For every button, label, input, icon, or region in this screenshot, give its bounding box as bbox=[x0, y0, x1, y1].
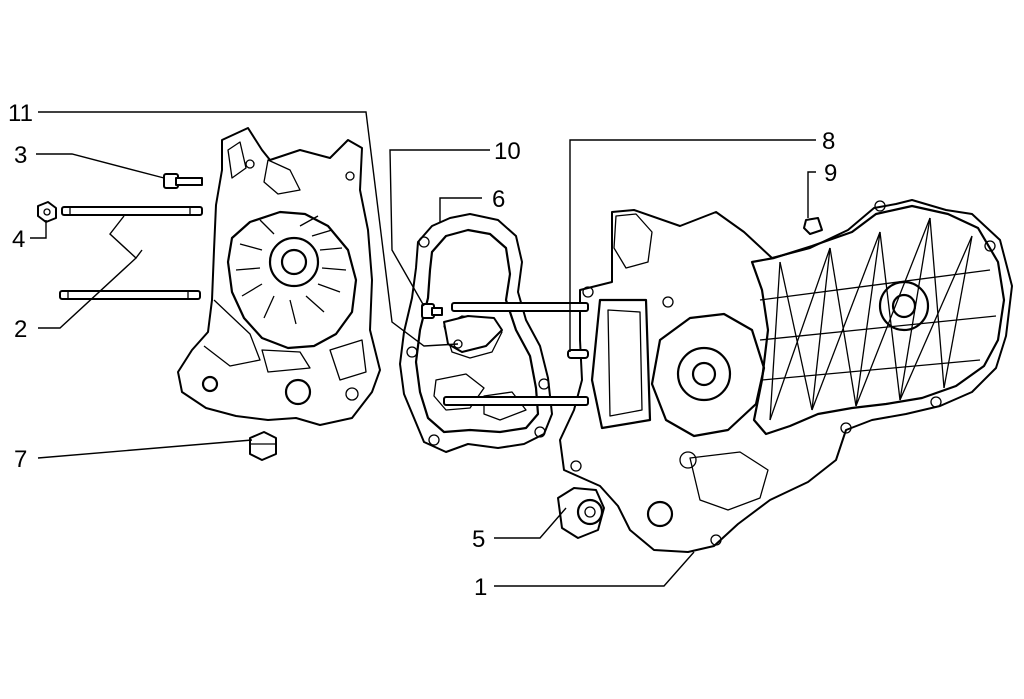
through-bolt-lower bbox=[443, 396, 589, 406]
callout-11: 11 bbox=[8, 100, 33, 127]
bushing-part-9 bbox=[803, 217, 823, 235]
callout-3: 3 bbox=[14, 142, 27, 169]
screw-part-3 bbox=[163, 173, 203, 189]
callout-1: 1 bbox=[474, 574, 487, 601]
callout-5: 5 bbox=[472, 526, 485, 553]
nut-part-4 bbox=[37, 201, 57, 223]
right-crankcase-half bbox=[559, 199, 1013, 553]
callout-2: 2 bbox=[14, 316, 27, 343]
callout-9: 9 bbox=[824, 160, 837, 187]
leader-lines bbox=[30, 111, 816, 587]
dowel-pin-part-8 bbox=[567, 349, 589, 359]
callout-7: 7 bbox=[14, 446, 27, 473]
silent-block-part-5 bbox=[557, 487, 605, 539]
left-crankcase-half bbox=[177, 127, 381, 426]
screw-part-11 bbox=[421, 303, 443, 319]
callout-4: 4 bbox=[12, 226, 25, 253]
through-bolt-upper bbox=[451, 302, 589, 312]
callout-8: 8 bbox=[822, 128, 835, 155]
cap-part-7 bbox=[249, 431, 277, 461]
plate-part-10 bbox=[443, 315, 503, 353]
callout-10: 10 bbox=[494, 138, 521, 165]
callout-6: 6 bbox=[492, 186, 505, 213]
stud-bolt-upper bbox=[61, 206, 203, 216]
stud-bolt-lower bbox=[59, 290, 201, 300]
